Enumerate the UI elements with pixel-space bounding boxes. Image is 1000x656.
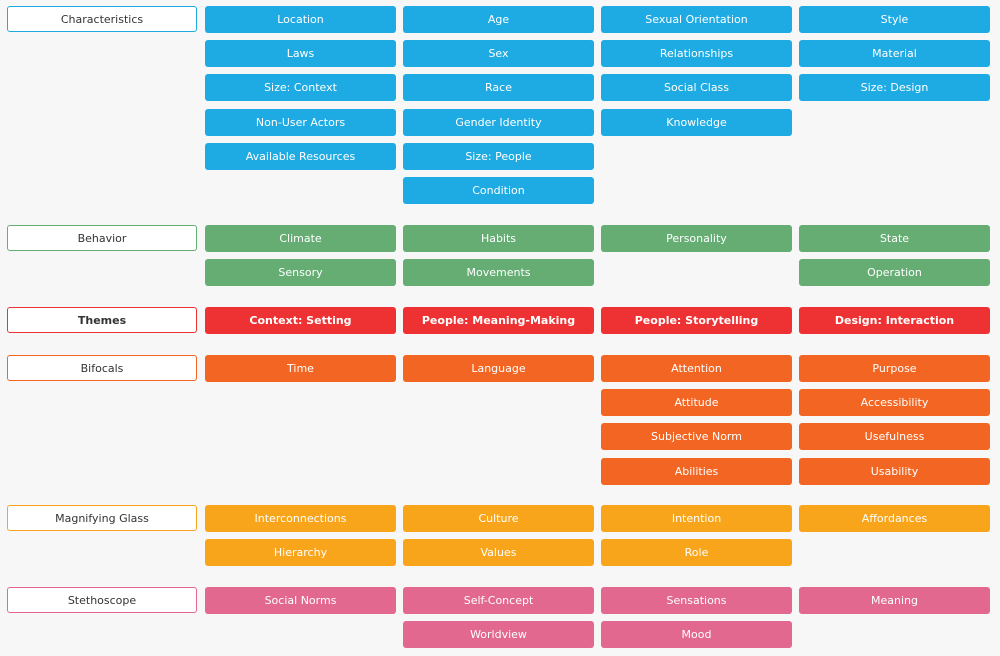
chip-laws: Laws	[205, 40, 396, 68]
group-label-characteristics: Characteristics	[7, 6, 197, 32]
chip-role: Role	[601, 539, 792, 567]
chip-social-class: Social Class	[601, 74, 792, 102]
chip-non-user-actors: Non-User Actors	[205, 108, 396, 136]
chip-meaning: Meaning	[799, 587, 990, 614]
chip-design-interaction: Design: Interaction	[799, 307, 990, 334]
chip-attention: Attention	[601, 355, 792, 382]
chip-state: State	[799, 225, 990, 252]
chip-language: Language	[403, 355, 594, 382]
chip-interconnections: Interconnections	[205, 505, 396, 532]
chip-abilities: Abilities	[601, 457, 792, 485]
group-label-magnifying-glass: Magnifying Glass	[7, 505, 197, 531]
group-label-themes: Themes	[7, 307, 197, 333]
chip-people-meaning-making: People: Meaning-Making	[403, 307, 594, 334]
chip-time: Time	[205, 355, 396, 382]
chip-usability: Usability	[799, 457, 990, 485]
chip-context-setting: Context: Setting	[205, 307, 396, 334]
chip-attitude: Attitude	[601, 389, 792, 417]
chip-purpose: Purpose	[799, 355, 990, 382]
chip-sensory: Sensory	[205, 259, 396, 287]
chip-available-resources: Available Resources	[205, 142, 396, 170]
chip-subjective-norm: Subjective Norm	[601, 423, 792, 451]
chip-affordances: Affordances	[799, 505, 990, 532]
chip-people-storytelling: People: Storytelling	[601, 307, 792, 334]
chip-knowledge: Knowledge	[601, 108, 792, 136]
chip-size-context: Size: Context	[205, 74, 396, 102]
chip-sexual-orientation: Sexual Orientation	[601, 6, 792, 33]
chip-mood: Mood	[601, 621, 792, 649]
chip-sensations: Sensations	[601, 587, 792, 614]
group-label-behavior: Behavior	[7, 225, 197, 251]
chip-culture: Culture	[403, 505, 594, 532]
chip-personality: Personality	[601, 225, 792, 252]
chip-material: Material	[799, 40, 990, 68]
chip-size-people: Size: People	[403, 142, 594, 170]
chip-social-norms: Social Norms	[205, 587, 396, 614]
chip-relationships: Relationships	[601, 40, 792, 68]
chip-location: Location	[205, 6, 396, 33]
chip-habits: Habits	[403, 225, 594, 252]
chip-accessibility: Accessibility	[799, 389, 990, 417]
chip-operation: Operation	[799, 259, 990, 287]
chip-gender-identity: Gender Identity	[403, 108, 594, 136]
chip-values: Values	[403, 539, 594, 567]
chip-worldview: Worldview	[403, 621, 594, 649]
chip-intention: Intention	[601, 505, 792, 532]
chip-style: Style	[799, 6, 990, 33]
chip-hierarchy: Hierarchy	[205, 539, 396, 567]
chip-race: Race	[403, 74, 594, 102]
chip-self-concept: Self-Concept	[403, 587, 594, 614]
group-label-bifocals: Bifocals	[7, 355, 197, 381]
group-label-stethoscope: Stethoscope	[7, 587, 197, 613]
chip-condition: Condition	[403, 177, 594, 204]
chip-age: Age	[403, 6, 594, 33]
chip-sex: Sex	[403, 40, 594, 68]
chip-climate: Climate	[205, 225, 396, 252]
chip-usefulness: Usefulness	[799, 423, 990, 451]
chip-movements: Movements	[403, 259, 594, 287]
chip-size-design: Size: Design	[799, 74, 990, 102]
